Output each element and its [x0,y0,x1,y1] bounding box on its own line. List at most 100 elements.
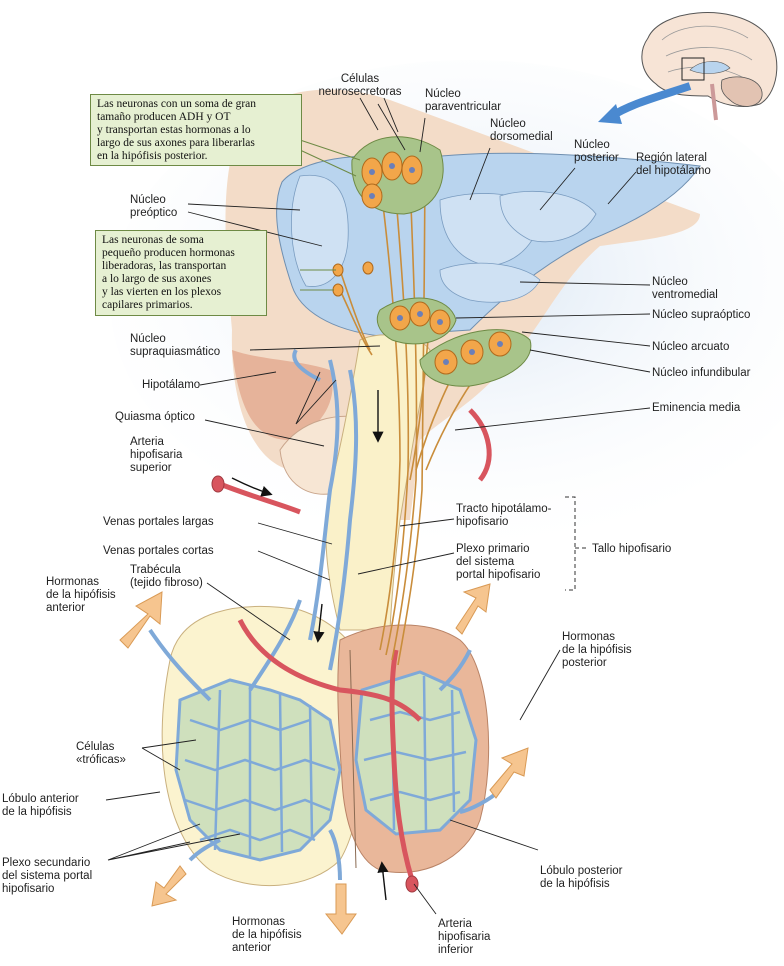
label-venas-cortas: Venas portales cortas [103,545,214,557]
label-line: Arteria [130,436,164,448]
label-line: Núcleo [490,118,526,130]
label-eminencia-media: Eminencia media [652,402,741,414]
inferior-artery-cut [405,875,419,893]
label-line: «tróficas» [76,754,126,766]
note-large-line: tamaño producen ADH y OT [97,111,231,123]
tallo-bracket [565,496,588,591]
anterior-capillary-plexus [184,686,336,856]
label-line: Núcleo [652,276,688,288]
label-line: Células [341,73,380,85]
flow-arrow-inferior [377,861,389,901]
brain-thumbnail [641,12,778,121]
label-line: Arteria [438,918,472,930]
label-line: Células [76,741,115,753]
label-line: Lóbulo anterior [2,793,79,805]
note-small-line: capilares primarios. [102,299,193,311]
label-line: posterior [562,657,607,669]
label-line: Venas portales cortas [103,545,214,557]
label-line: hipofisaria [438,931,491,943]
label-line: del sistema portal [2,870,92,882]
label-trabecula: Trabécula(tejido fibroso) [130,564,203,589]
label-line: preóptico [130,207,177,219]
label-nucleo-supraoptico: Núcleo supraóptico [652,309,750,321]
label-line: Venas portales largas [103,516,214,528]
label-line: Trabécula [130,564,181,576]
label-tallo-hipofisario: Tallo hipofisario [592,543,671,555]
portal-veins [148,348,502,881]
label-line: Plexo secundario [2,857,90,869]
label-line: Núcleo [130,194,166,206]
label-line: Hormonas [232,916,285,928]
label-line: Eminencia media [652,402,741,414]
label-line: neurosecretoras [318,86,401,98]
trabecula-line [349,649,357,869]
label-line: Región lateral [636,152,707,164]
note-pointer-small [300,269,336,291]
label-line: del sistema [456,556,515,568]
label-line: Núcleo infundibular [652,367,751,379]
label-line: Tallo hipofisario [592,543,671,555]
label-nucleo-arcuato: Núcleo arcuato [652,341,729,353]
note-large-line: Las neuronas con un soma de gran [97,98,257,110]
label-line: de la hipófisis [2,806,72,818]
note-small-line: Las neuronas de soma [102,234,204,246]
label-line: Núcleo [425,88,461,100]
note-large-line: en la hipófisis posterior. [97,150,208,162]
note-large-neurons: Las neuronas con un soma de gran tamaño … [90,94,302,166]
label-celulas-troficas: Células«tróficas» [76,741,126,766]
label-line: Núcleo [130,333,166,345]
label-line: hipofisario [2,883,54,895]
note-small-line: liberadoras, las transportan [102,260,227,272]
flow-arrow-superior [231,477,273,497]
label-line: hipofisaria [130,449,183,461]
flow-arrow-portal [313,603,325,643]
arteries [219,408,492,881]
note-pointer-large [299,139,361,177]
label-line: de la hipófisis [562,644,632,656]
note-small-line: pequeño producen hormonas [102,247,235,259]
leader-lines [105,97,651,915]
label-line: anterior [232,942,271,954]
label-line: Hipotálamo [142,379,200,391]
label-quiasma-optico: Quiasma óptico [115,411,195,423]
hypothalamo-hypophyseal-tract [339,174,501,666]
label-line: superior [130,462,172,474]
label-line: dorsomedial [490,131,553,143]
label-line: portal hipofisario [456,569,540,581]
label-tracto: Tracto hipotálamo-hipofisario [456,503,552,528]
label-line: hipofisario [456,516,508,528]
cell-nuclei [369,163,503,365]
label-hipotalamo: Hipotálamo [142,379,200,391]
label-line: de la hipófisis [540,878,610,890]
note-small-neurons: Las neuronas de soma pequeño producen ho… [95,230,267,316]
posterior-nucleus [499,190,597,243]
superior-artery-cut [211,475,225,493]
label-line: paraventricular [425,101,501,113]
label-line: anterior [46,602,85,614]
label-line: posterior [574,152,619,164]
label-line: Núcleo [574,139,610,151]
note-small-line: y las vierten en los plexos [102,286,222,298]
label-line: de la hipófisis [46,589,116,601]
label-line: supraquiasmático [130,346,220,358]
zoom-arrow-head [598,104,622,124]
label-line: Lóbulo posterior [540,865,623,877]
